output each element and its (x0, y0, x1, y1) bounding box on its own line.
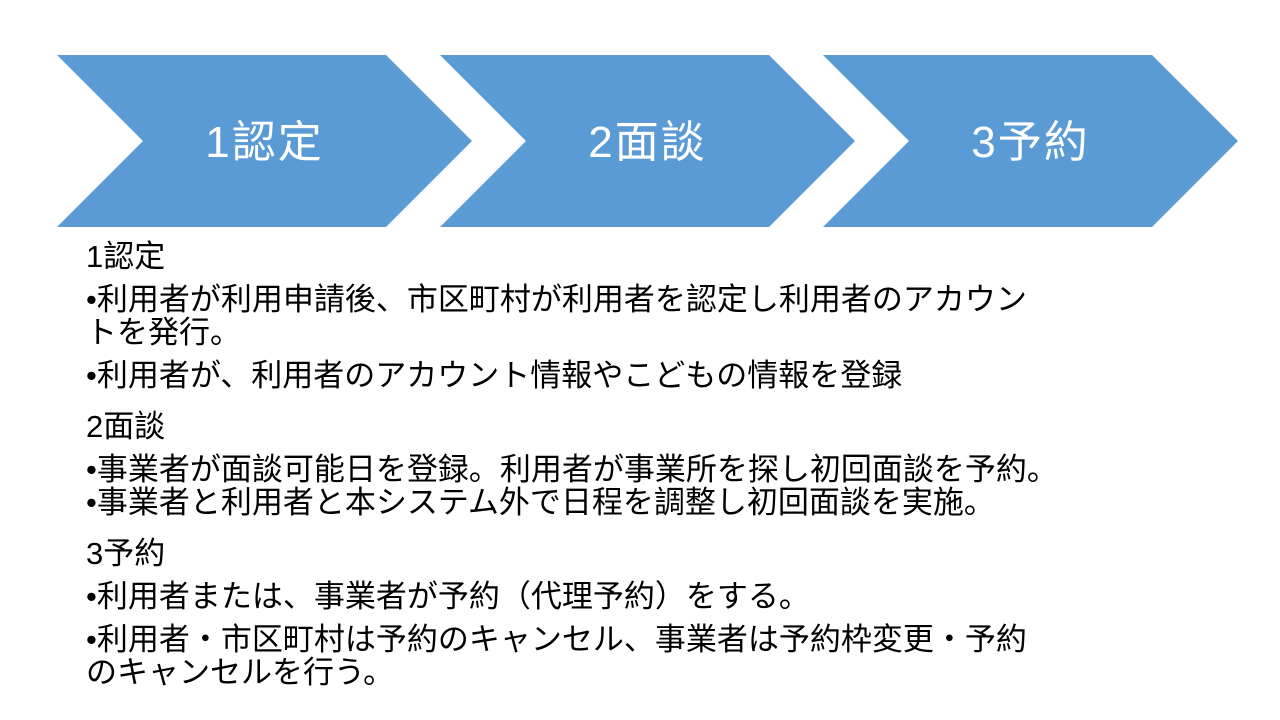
text-line: •利用者または、事業者が予約（代理予約）をする。 (86, 579, 810, 614)
process-step-1-label: 1認定 (205, 118, 324, 167)
description-text-block: 1認定 •利用者が利用申請後、市区町村が利用者を認定し利用者のアカウントを発行。… (86, 240, 1206, 689)
section-3-bullet-1: •利用者または、事業者が予約（代理予約）をする。 (86, 580, 1206, 613)
text-line: •利用者が、利用者のアカウント情報やこどもの情報を登録 (86, 358, 903, 393)
text-line: •事業者が面談可能日を登録。利用者が事業所を探し初回面談を予約。 (86, 452, 1058, 487)
section-2-bullet-1: •事業者が面談可能日を登録。利用者が事業所を探し初回面談を予約。 (86, 453, 1206, 486)
text-line: トを発行。 (86, 315, 241, 350)
process-step-1-chevron: 1認定 (57, 55, 472, 227)
section-2-bullet-2: •事業者と利用者と本システム外で日程を調整し初回面談を実施。 (86, 486, 1206, 519)
process-step-2-label: 2面談 (588, 118, 707, 167)
section-2-heading: 2面談 (86, 409, 166, 444)
section-3-bullet-2: •利用者・市区町村は予約のキャンセル、事業者は予約枠変更・予約のキャンセルを行う… (86, 623, 1206, 689)
text-line: のキャンセルを行う。 (86, 655, 395, 690)
text-line: •利用者・市区町村は予約のキャンセル、事業者は予約枠変更・予約 (86, 622, 1027, 657)
section-1-heading: 1認定 (86, 239, 166, 274)
text-line: •利用者が利用申請後、市区町村が利用者を認定し利用者のアカウン (86, 282, 1027, 317)
process-step-2-chevron: 2面談 (440, 55, 855, 227)
section-1-bullet-1: •利用者が利用申請後、市区町村が利用者を認定し利用者のアカウントを発行。 (86, 283, 1206, 349)
section-1-bullet-2: •利用者が、利用者のアカウント情報やこどもの情報を登録 (86, 359, 1206, 392)
text-line: •事業者と利用者と本システム外で日程を調整し初回面談を実施。 (86, 485, 995, 520)
process-step-3-chevron: 3予約 (823, 55, 1238, 227)
process-step-3-label: 3予約 (971, 118, 1090, 167)
section-3-heading: 3予約 (86, 536, 166, 571)
